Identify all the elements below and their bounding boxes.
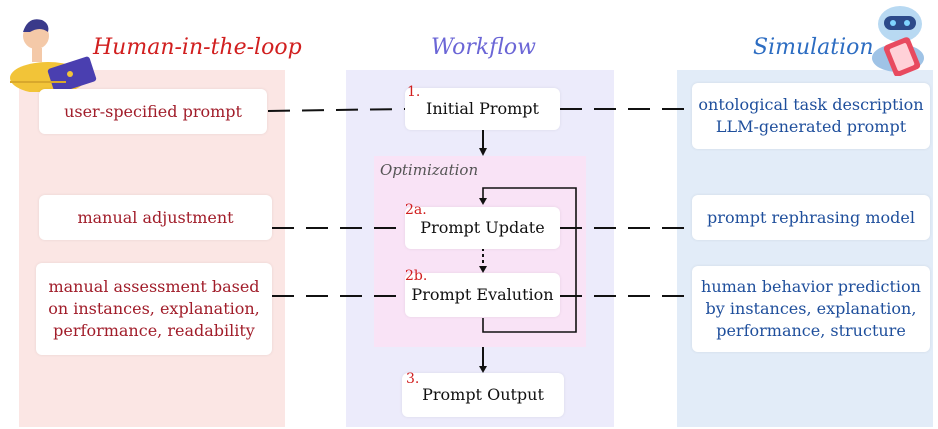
step-number: 2a.: [405, 202, 427, 218]
step-number: 1.: [407, 84, 421, 100]
sim-box-text: prompt rephrasing model: [707, 207, 915, 227]
step-prompt-output: Prompt Output: [402, 373, 564, 417]
human-box-text: user-specified prompt: [64, 101, 242, 121]
person-with-laptop-icon: [10, 19, 97, 92]
arrowhead-3: [479, 366, 487, 373]
human-column-title: Human-in-the-loop: [93, 35, 302, 60]
step-initial-prompt: Initial Prompt: [405, 88, 560, 130]
step-label: Initial Prompt: [426, 99, 539, 118]
step-number: 3.: [406, 371, 420, 387]
arrowhead-loop: [479, 198, 487, 205]
step-prompt-update: Prompt Update: [405, 207, 560, 249]
human-box-line: performance, readability: [53, 321, 255, 340]
human-box-text: manual adjustment: [77, 207, 234, 227]
sim-box-line: by instances, explanation,: [705, 299, 917, 318]
feedback-loop: [482, 187, 577, 333]
optimization-label: Optimization: [380, 161, 479, 179]
human-box-line: manual assessment based: [48, 277, 260, 296]
sim-box-line: human behavior prediction: [701, 277, 921, 296]
sim-box-line: ontological task description: [698, 95, 924, 114]
human-box-prompt: user-specified prompt: [39, 89, 267, 134]
arrowhead-1: [479, 148, 487, 156]
robot-with-phone-icon: [872, 6, 924, 76]
step-label: Prompt Evalution: [411, 285, 554, 304]
step-number: 2b.: [405, 268, 428, 284]
step-label: Prompt Output: [422, 385, 544, 404]
workflow-column-title: Workflow: [431, 35, 536, 60]
step-prompt-evaluation: Prompt Evalution: [405, 273, 560, 317]
arrowhead-2: [479, 266, 487, 273]
step-label: Prompt Update: [420, 218, 545, 237]
sim-box-prediction: human behavior prediction by instances, …: [692, 266, 930, 352]
simulation-column-title: Simulation: [753, 35, 874, 60]
dashed-connector-row1: [267, 108, 406, 112]
human-box-assessment: manual assessment based on instances, ex…: [36, 263, 272, 355]
sim-box-prompt-source: ontological task description LLM-generat…: [692, 83, 930, 149]
sim-box-line: LLM-generated prompt: [715, 117, 907, 136]
sim-box-rephrasing: prompt rephrasing model: [692, 195, 930, 240]
human-box-adjustment: manual adjustment: [39, 195, 272, 240]
human-box-line: on instances, explanation,: [48, 299, 260, 318]
sim-box-line: performance, structure: [716, 321, 906, 340]
